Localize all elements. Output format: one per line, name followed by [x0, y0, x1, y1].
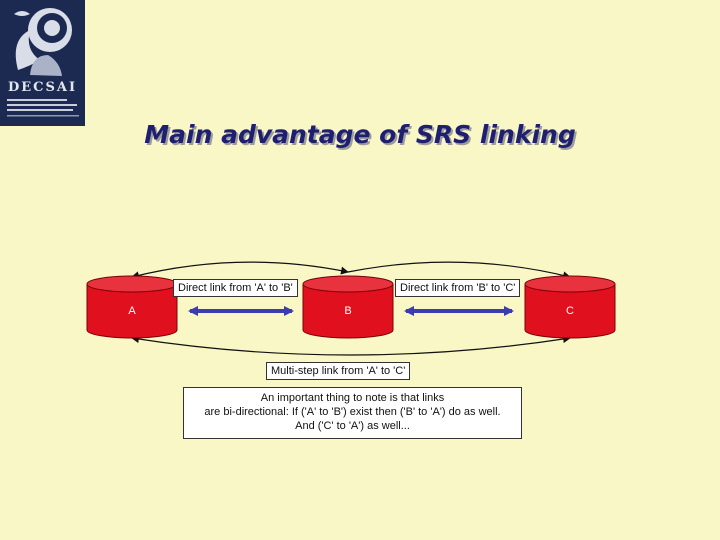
node-c-label: C [566, 305, 574, 317]
slide-title: Main advantage of SRS linking [144, 120, 576, 149]
decsai-logo: DECSAI [0, 0, 85, 126]
node-a-label: A [128, 305, 136, 317]
link-label-a-to-b: Direct link from 'A' to 'B' [173, 279, 298, 297]
logo-subtitle-lines [7, 99, 79, 117]
bidirectional-note: An important thing to note is that links… [183, 387, 522, 439]
note-line-2: are bi-directional: If ('A' to 'B') exis… [204, 406, 501, 418]
link-curve-a-c [131, 335, 571, 356]
note-line-1: An important thing to note is that links [260, 392, 445, 404]
database-a [86, 275, 178, 339]
logo-name: DECSAI [7, 80, 78, 95]
owl-icon [14, 8, 72, 76]
link-curve-a-b [131, 261, 349, 280]
link-label-b-to-c: Direct link from 'B' to 'C' [395, 279, 521, 297]
database-b [302, 275, 394, 339]
note-line-3: And ('C' to 'A') as well... [295, 420, 410, 432]
link-curve-b-c [347, 261, 571, 280]
database-c [524, 275, 616, 339]
link-label-a-to-c: Multi-step link from 'A' to 'C' [266, 362, 411, 380]
node-b-label: B [344, 305, 352, 317]
